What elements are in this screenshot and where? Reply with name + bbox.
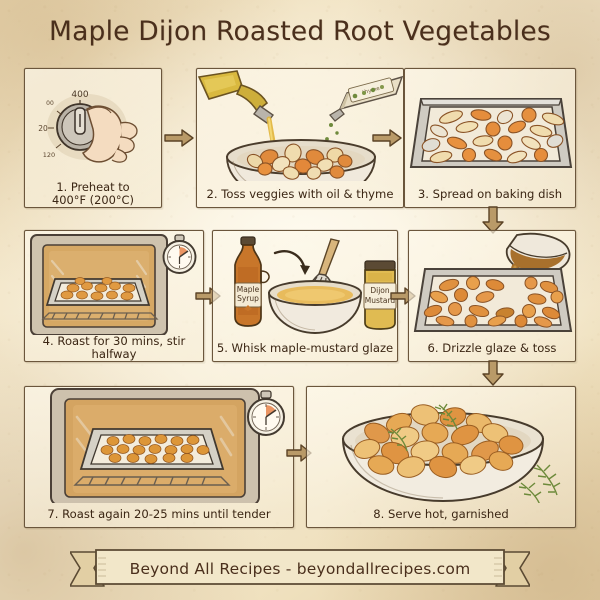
thyme-sprig-side bbox=[518, 464, 561, 503]
pour-arrow bbox=[273, 250, 307, 273]
svg-text:Mustard: Mustard bbox=[365, 296, 396, 305]
step-4-illustration bbox=[25, 231, 203, 335]
arrow-right-1-2 bbox=[164, 128, 194, 148]
glaze-bowl bbox=[268, 280, 362, 334]
oven-rack bbox=[41, 312, 159, 320]
thyme-jar: thyme bbox=[329, 75, 403, 122]
svg-text:Maple: Maple bbox=[237, 285, 260, 294]
svg-text:Dijon: Dijon bbox=[370, 286, 390, 295]
step-8-illustration bbox=[307, 387, 575, 503]
dijon-mustard-jar: Dijon Mustard bbox=[363, 260, 397, 330]
arrow-down-3-4 bbox=[482, 206, 504, 234]
pouring-bowl bbox=[505, 232, 571, 275]
step-panel-1: 400 00 20 120 1. Preheat to 400°F (200°C… bbox=[24, 68, 162, 208]
step-2-illustration: thyme bbox=[197, 69, 403, 181]
dial-label-400: 400 bbox=[71, 90, 88, 100]
step-panel-3: 3. Spread on baking dish bbox=[404, 68, 576, 208]
oven-rack-2 bbox=[73, 476, 231, 486]
step-5-illustration: Maple Syrup bbox=[213, 231, 397, 335]
roasted-vegetables bbox=[423, 276, 564, 328]
step-7-illustration bbox=[25, 387, 293, 503]
step-caption-5: 5. Whisk maple-mustard glaze bbox=[216, 340, 394, 355]
footer-ribbon: Beyond All Recipes - beyondallrecipes.co… bbox=[70, 548, 530, 590]
mixing-bowl bbox=[226, 139, 376, 181]
step-caption-3: 3. Spread on baking dish bbox=[417, 186, 563, 201]
raw-vegetables bbox=[421, 107, 565, 164]
step-caption-8: 8. Serve hot, garnished bbox=[373, 506, 509, 521]
footer-text: Beyond All Recipes - beyondallrecipes.co… bbox=[129, 560, 471, 578]
svg-text:Syrup: Syrup bbox=[237, 294, 259, 303]
step-panel-4: 4. Roast for 30 mins, stir halfway bbox=[24, 230, 204, 362]
step-panel-2: thyme bbox=[196, 68, 404, 208]
roasted-veg-heap bbox=[353, 404, 524, 479]
hand-shape bbox=[81, 105, 123, 163]
maple-syrup-bottle: Maple Syrup bbox=[234, 236, 270, 327]
step-panel-5: Maple Syrup bbox=[212, 230, 398, 362]
arrow-right-2-3 bbox=[372, 128, 402, 148]
step-caption-4: 4. Roast for 30 mins, stir halfway bbox=[42, 334, 186, 361]
step-caption-2: 2. Toss veggies with oil & thyme bbox=[206, 186, 394, 201]
step-3-illustration bbox=[405, 69, 575, 181]
dial-label-120: 120 bbox=[43, 151, 55, 159]
step-1-illustration: 400 00 20 120 bbox=[25, 69, 161, 169]
dial-label-00: 00 bbox=[46, 100, 54, 107]
stopwatch-icon bbox=[162, 234, 197, 274]
step-6-illustration bbox=[409, 231, 575, 335]
dial-label-20: 20 bbox=[38, 124, 48, 133]
arrow-down-6-7 bbox=[482, 360, 504, 386]
step-panel-7: 7. Roast again 20-25 mins until tender bbox=[24, 386, 294, 528]
tray-in-oven bbox=[45, 277, 151, 306]
thyme-garnish bbox=[387, 403, 458, 452]
page-title: Maple Dijon Roasted Root Vegetables bbox=[49, 16, 551, 47]
tray-in-oven-2 bbox=[79, 428, 225, 470]
step-caption-7: 7. Roast again 20-25 mins until tender bbox=[47, 506, 271, 521]
step-caption-6: 6. Drizzle glaze & toss bbox=[427, 340, 557, 355]
oil-bottle bbox=[197, 70, 274, 124]
stopwatch-icon-2 bbox=[247, 390, 285, 436]
step-panel-8: 8. Serve hot, garnished bbox=[306, 386, 576, 528]
step-caption-1: 1. Preheat to 400°F (200°C) bbox=[52, 180, 134, 207]
step-panel-6: 6. Drizzle glaze & toss bbox=[408, 230, 576, 362]
